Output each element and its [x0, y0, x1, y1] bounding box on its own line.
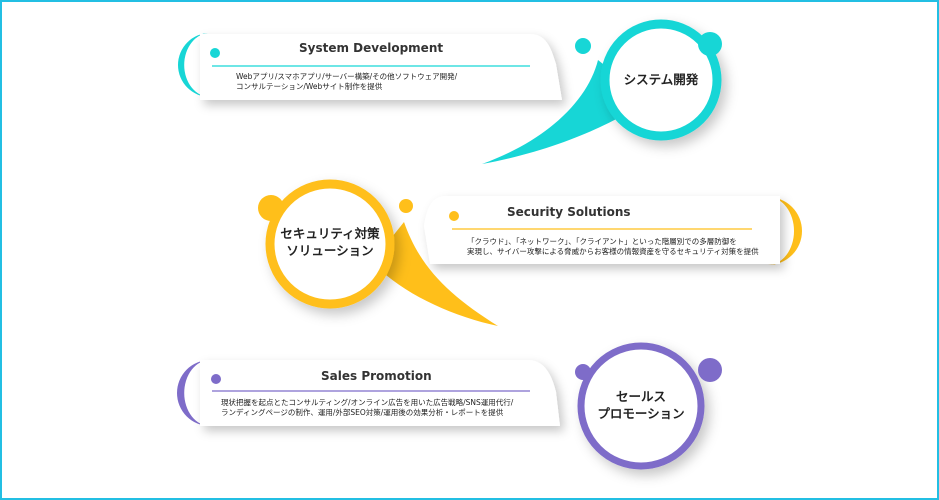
circle-dot-small-yellow [399, 199, 413, 213]
security-solutions-desc: 「クラウド」、「ネットワーク」、「クライアント」といった階層別での多層防御を 実… [467, 237, 759, 257]
circle-sales-promotion [577, 342, 705, 470]
crescent-yellow [768, 197, 802, 265]
security-solutions-desc-line1: 「クラウド」、「ネットワーク」、「クライアント」といった階層別での多層防御を [467, 237, 737, 246]
card-system-development [200, 34, 562, 100]
sales-promotion-desc-line2: ランディングページの制作、運用/外部SEO対策/運用後の効果分析・レポートを提供 [221, 408, 504, 417]
card-dot-purple [211, 374, 221, 384]
sales-promotion-circle-line2: プロモーション [597, 406, 685, 421]
card-dot-yellow [449, 211, 459, 221]
card-dot-teal [210, 48, 220, 58]
sales-promotion-circle-label: セールス プロモーション [581, 388, 701, 422]
card-security-solutions [424, 196, 780, 264]
section-sales-promotion [177, 342, 722, 470]
system-development-circle-label: システム開発 [606, 71, 716, 88]
system-development-circle-line1: システム開発 [623, 72, 699, 87]
system-development-title: System Development [299, 41, 444, 55]
system-development-desc-line2: コンサルテーション/Webサイト制作を提供 [236, 82, 383, 91]
circle-dot-small-teal [575, 38, 591, 54]
sales-promotion-title: Sales Promotion [321, 369, 432, 383]
system-development-desc-line1: Webアプリ/スマホアプリ/サーバー構築/その他ソフトウェア開発/ [236, 72, 458, 81]
card-sales-promotion [200, 360, 560, 426]
circle-security-solutions [265, 179, 395, 309]
section-security-solutions [258, 179, 802, 326]
sales-promotion-desc-line1: 現状把握を起点とたコンサルティング/オンライン広告を用いた広告戦略/SNS運用代… [221, 398, 514, 407]
security-solutions-circle-line2: ソリューション [286, 243, 374, 258]
security-solutions-desc-line2: 実現し、サイバー攻撃による脅威からお客様の情報資産を守るセキュリティ対策を提供 [467, 247, 759, 256]
circle-dot-small-purple [575, 364, 591, 380]
sales-promotion-desc: 現状把握を起点とたコンサルティング/オンライン広告を用いた広告戦略/SNS運用代… [221, 398, 513, 418]
circle-dot-large-teal [698, 32, 722, 56]
security-solutions-circle-label: セキュリティ対策 ソリューション [270, 225, 390, 259]
crescent-purple [177, 360, 210, 426]
circle-system-development [600, 19, 722, 141]
security-solutions-circle-line1: セキュリティ対策 [280, 226, 380, 241]
security-solutions-title: Security Solutions [507, 205, 631, 219]
circle-dot-large-purple [698, 358, 722, 382]
speech-tail-yellow [372, 222, 498, 326]
sales-promotion-circle-line1: セールス [615, 389, 666, 404]
system-development-desc: Webアプリ/スマホアプリ/サーバー構築/その他ソフトウェア開発/ コンサルテー… [236, 72, 457, 92]
section-system-development [178, 19, 722, 164]
circle-dot-large-yellow [258, 195, 284, 221]
crescent-teal [178, 33, 210, 97]
